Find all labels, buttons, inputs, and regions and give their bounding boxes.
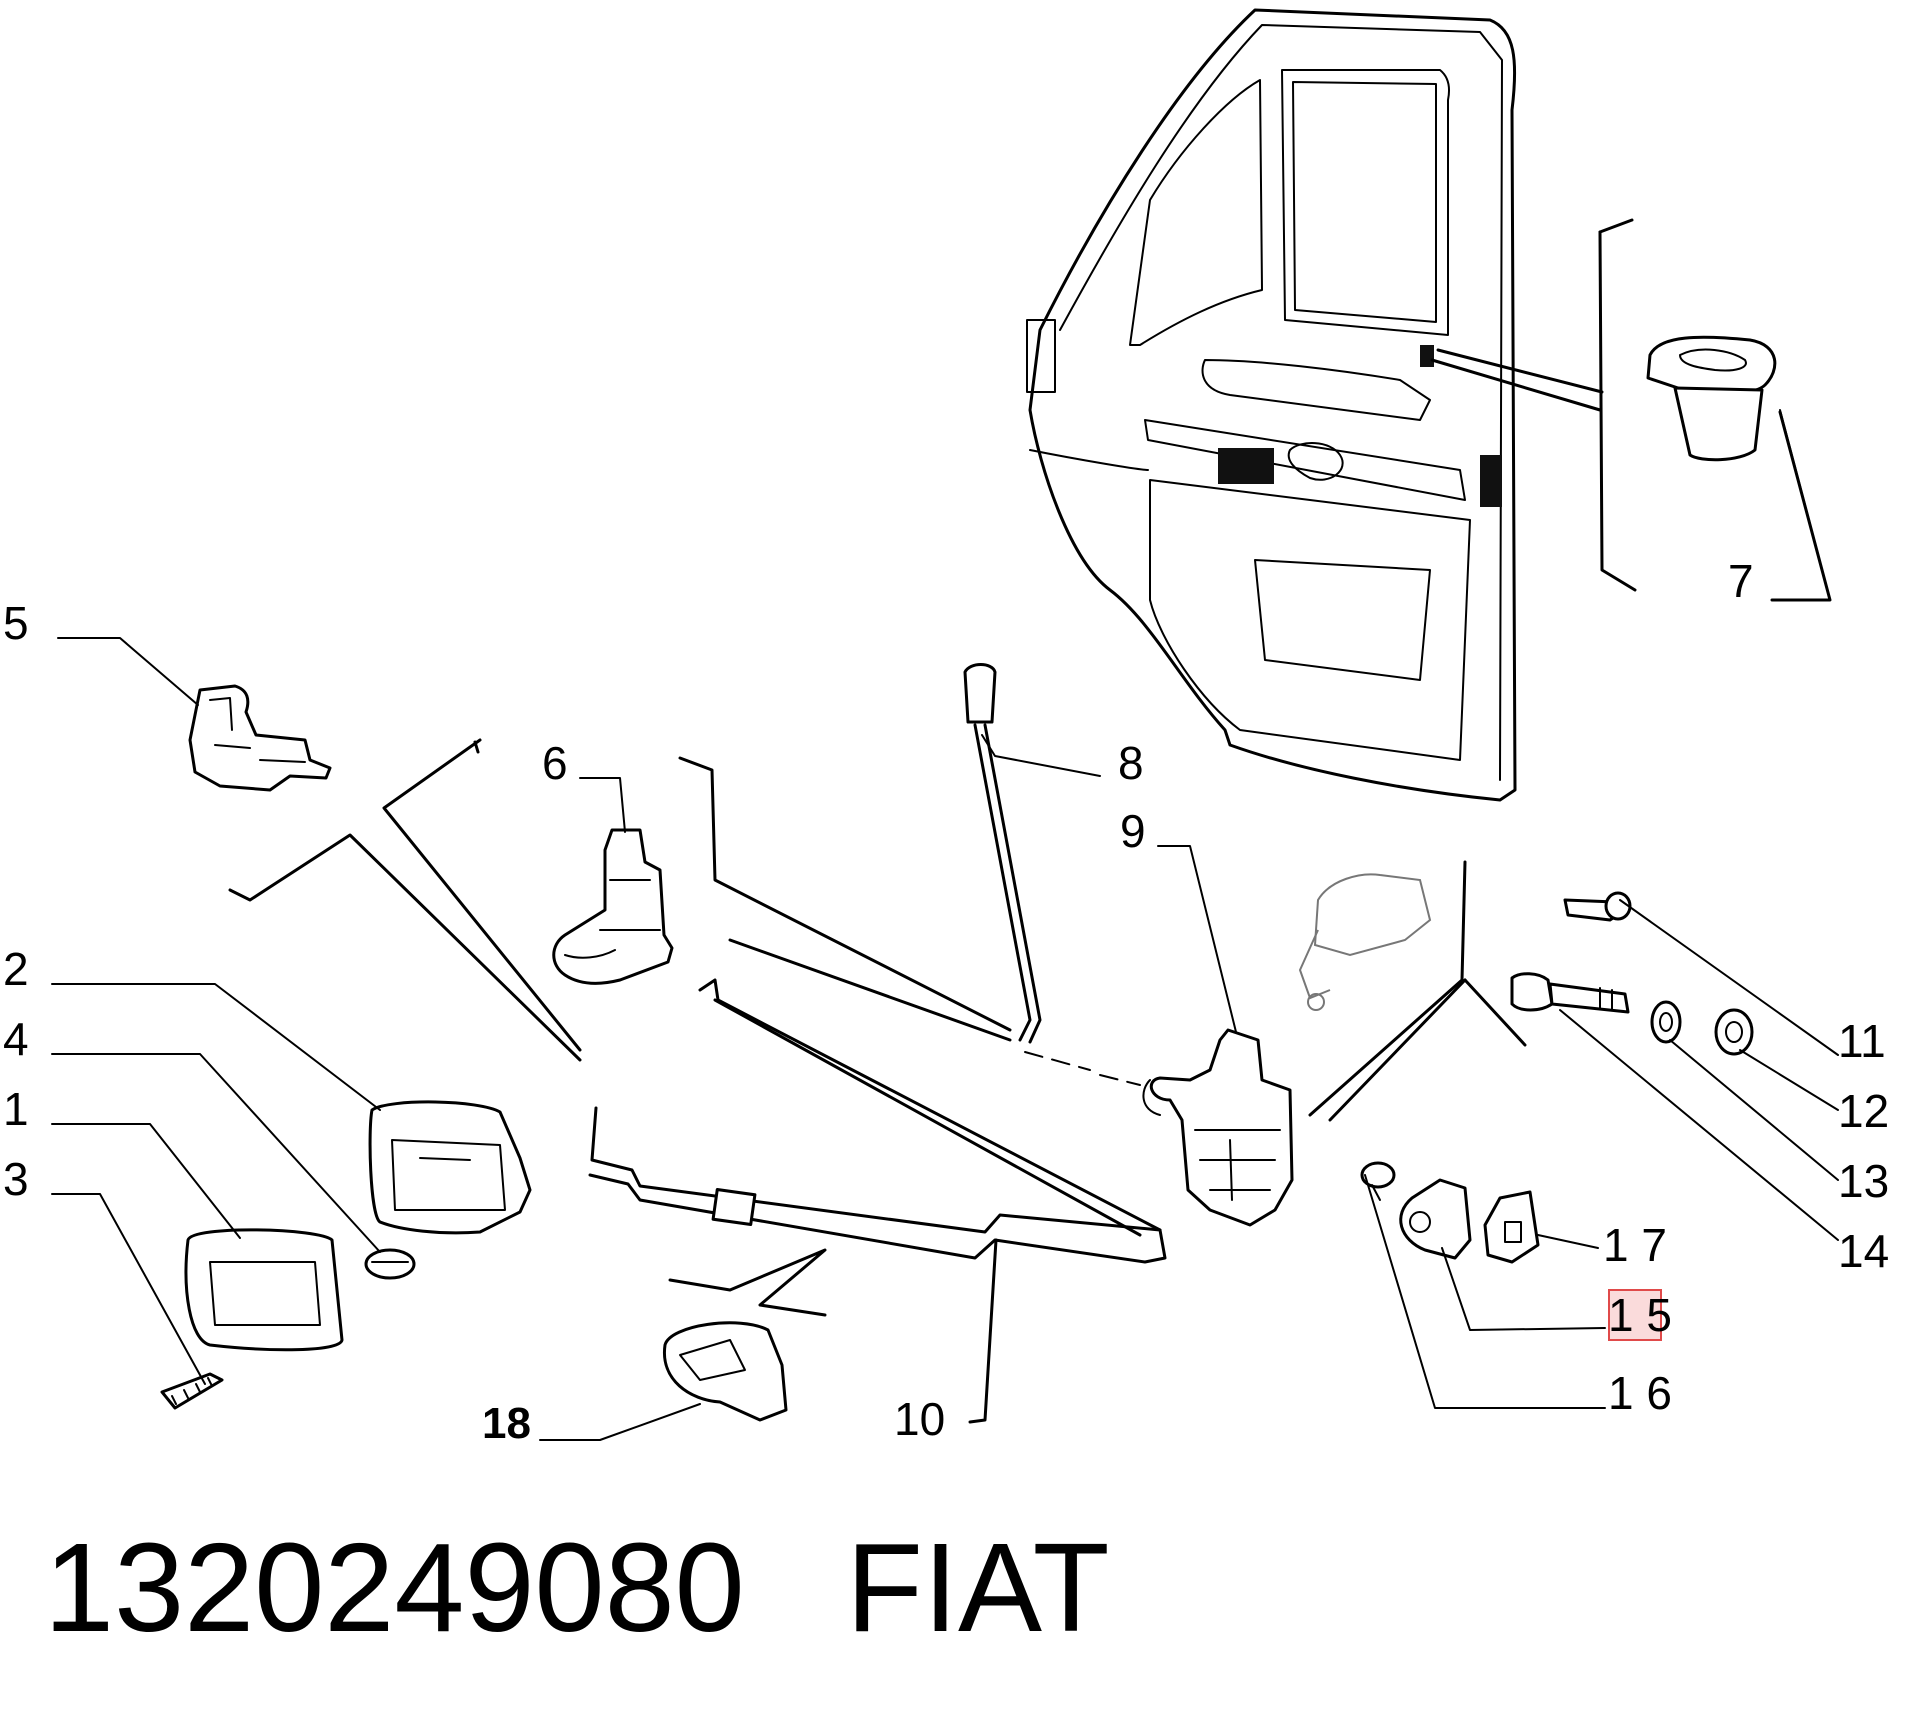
part-2-handle bbox=[368, 1100, 532, 1235]
callout-3: 3 bbox=[3, 1153, 29, 1205]
part-number: 1320249080 bbox=[44, 1517, 745, 1658]
part-4-clip bbox=[364, 1248, 416, 1280]
callout-16: 1 6 bbox=[1608, 1367, 1672, 1419]
part-6-bracket bbox=[552, 828, 674, 985]
callout-12: 12 bbox=[1838, 1085, 1890, 1137]
part-7-grommet bbox=[1646, 335, 1777, 462]
callout-5: 5 bbox=[3, 597, 29, 649]
part-12-washer bbox=[1714, 1008, 1754, 1056]
callout-6: 6 bbox=[542, 737, 568, 789]
part-15-striker bbox=[1399, 1178, 1472, 1260]
part-8-rod bbox=[963, 663, 1141, 1086]
callout-7: 7 bbox=[1728, 555, 1754, 607]
part-9-lock bbox=[1142, 1028, 1294, 1227]
callout-13: 13 bbox=[1838, 1155, 1890, 1207]
callout-14: 14 bbox=[1838, 1225, 1890, 1277]
part-5-bracket bbox=[188, 684, 332, 792]
part-10-rod bbox=[588, 1106, 1167, 1424]
door-panel bbox=[1026, 8, 1517, 802]
callout-15: 1 5 bbox=[1608, 1289, 1672, 1341]
callout-leaders bbox=[51, 409, 1839, 1441]
part-16-screw bbox=[1360, 1161, 1396, 1201]
part-14-bolt bbox=[1510, 972, 1630, 1014]
callout-10: 10 bbox=[894, 1393, 946, 1445]
lock-cylinder-ghost bbox=[1298, 873, 1432, 1011]
callout-2: 2 bbox=[3, 943, 29, 995]
callout-1: 1 bbox=[3, 1083, 29, 1135]
part-1-bezel bbox=[184, 1228, 344, 1352]
part-18-bracket bbox=[662, 1321, 788, 1422]
part-17-plate bbox=[1483, 1190, 1540, 1264]
callout-18: 18 bbox=[482, 1399, 531, 1448]
brand-name: FIAT bbox=[846, 1517, 1110, 1658]
part-3-screw bbox=[160, 1372, 224, 1410]
callout-8: 8 bbox=[1118, 737, 1144, 789]
part-13-washer bbox=[1650, 1000, 1682, 1044]
callout-9: 9 bbox=[1120, 805, 1146, 857]
callout-4: 4 bbox=[3, 1013, 29, 1065]
part-11-bolt bbox=[1563, 891, 1632, 922]
callout-17: 1 7 bbox=[1603, 1219, 1667, 1271]
highlight-box-15 bbox=[1608, 1289, 1662, 1341]
callout-11: 11 bbox=[1838, 1015, 1886, 1067]
